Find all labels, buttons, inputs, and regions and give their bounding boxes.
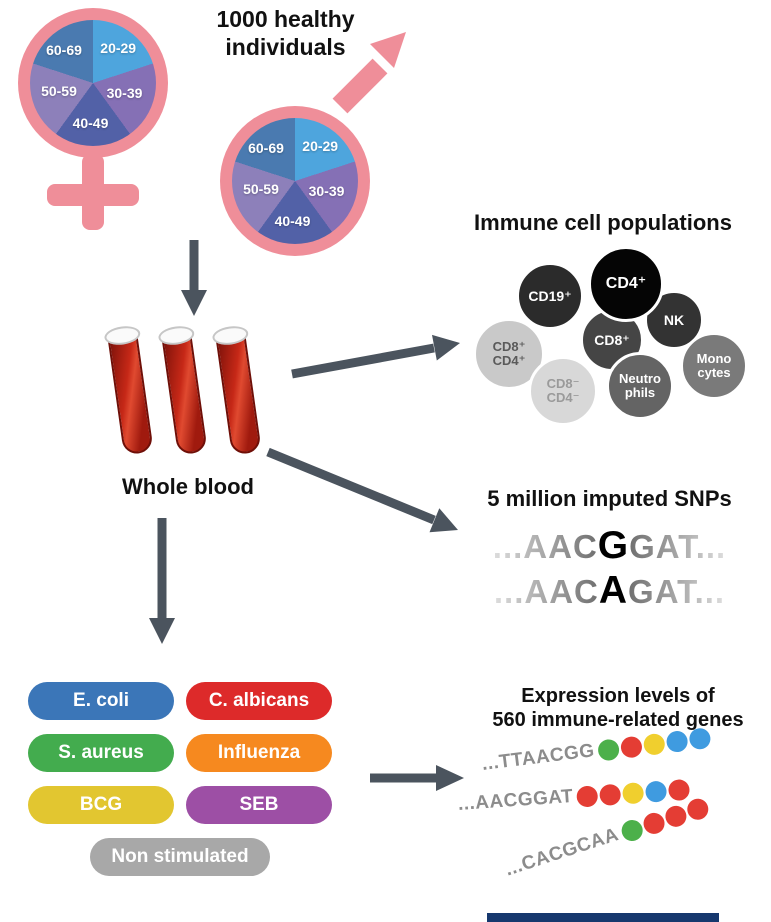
age-segment-label: 50-59 <box>243 180 279 197</box>
female-circle: 20-29 30-39 40-49 50-59 60-69 <box>18 8 168 158</box>
red-bead <box>662 802 689 830</box>
red-bead <box>599 783 622 806</box>
arrow-down-to-stimuli <box>149 518 175 644</box>
sequence-prefix: ...AAC <box>493 572 599 610</box>
stimulus-influenza: Influenza <box>186 734 332 772</box>
strand-sequence: ...CACGCAA <box>502 824 622 881</box>
red-bead <box>668 778 691 801</box>
female-symbol-cross-horizontal <box>47 184 139 206</box>
cell-cd19: CD19⁺ <box>516 262 584 330</box>
age-segment-label: 60-69 <box>248 140 284 157</box>
age-segment-label: 20-29 <box>302 137 339 154</box>
stimulus-e-coli: E. coli <box>28 682 174 720</box>
expression-beads <box>597 726 712 762</box>
stimuli-panel: E. coli C. albicans S. aureus Influenza … <box>28 682 373 882</box>
stimulus-c-albicans: C. albicans <box>186 682 332 720</box>
male-circle: 20-29 30-39 40-49 50-59 60-69 <box>220 106 370 256</box>
cell-neutrophils: Neutro phils <box>606 352 674 420</box>
stimulus-non-stimulated: Non stimulated <box>90 838 270 876</box>
arrow-to-immune-cells <box>291 334 460 379</box>
blood-tube-body <box>107 334 154 456</box>
female-age-pie-chart: 20-29 30-39 40-49 50-59 60-69 <box>30 20 156 146</box>
stimulus-seb: SEB <box>186 786 332 824</box>
expression-beads <box>576 778 691 808</box>
age-segment-label: 30-39 <box>106 85 143 102</box>
snp-sequence-allele-a: ...AACAGAT... <box>452 569 767 614</box>
blue-bead <box>645 779 668 803</box>
yellow-bead <box>622 781 645 804</box>
immune-cell-cluster: CD8⁺ CD4⁺ CD19⁺ CD4⁺ NK CD8⁺ CD8⁻ CD4⁻ N… <box>468 246 768 431</box>
blue-bead <box>665 729 690 753</box>
age-segment-label: 40-49 <box>274 213 311 230</box>
stimulus-bcg: BCG <box>28 786 174 824</box>
sequence-suffix: GAT... <box>629 528 727 565</box>
blood-tube <box>103 324 156 456</box>
gene-strand: ...TTAACGG <box>481 726 712 776</box>
green-bead <box>597 737 621 762</box>
age-segment-label: 20-29 <box>100 39 137 56</box>
figure-title: 1000 healthy individuals <box>216 6 355 60</box>
arrow-down-to-blood <box>181 240 207 316</box>
blue-bead <box>688 726 712 750</box>
cell-cd4: CD4⁺ <box>588 246 664 322</box>
red-bead <box>620 734 644 759</box>
expression-strands: ...TTAACGG ...AACGGAT ...CACGCAA <box>448 726 770 917</box>
male-age-pie-chart: 20-29 30-39 40-49 50-59 60-69 <box>232 118 358 244</box>
footer-bar <box>487 913 719 922</box>
male-symbol-arrow <box>332 32 406 114</box>
snps-title: 5 million imputed SNPs <box>487 486 732 511</box>
blood-tubes <box>103 324 292 466</box>
age-segment-label: 30-39 <box>308 183 345 200</box>
age-segment-label: 40-49 <box>72 115 109 132</box>
age-segment-label: 50-59 <box>41 82 77 99</box>
snp-allele-highlight: G <box>597 524 630 567</box>
blood-tube-body <box>161 334 208 456</box>
blood-tube <box>157 324 210 456</box>
red-bead <box>640 809 668 837</box>
blood-tube-body <box>215 334 262 456</box>
red-bead <box>576 784 599 808</box>
arrow-to-expression <box>370 765 464 791</box>
red-bead <box>684 795 711 822</box>
strand-sequence: ...TTAACGG <box>480 740 596 775</box>
cell-cd8pos-cd4pos: CD8⁺ CD4⁺ <box>473 318 545 390</box>
blood-tube <box>211 324 264 456</box>
sequence-suffix: GAT... <box>628 572 726 610</box>
immune-populations-title: Immune cell populations <box>474 210 732 235</box>
stimulus-s-aureus: S. aureus <box>28 734 174 772</box>
strand-sequence: ...AACGGAT <box>457 785 574 815</box>
age-segment-label: 60-69 <box>46 42 82 59</box>
whole-blood-label: Whole blood <box>122 474 254 499</box>
snp-allele-highlight: A <box>598 568 629 612</box>
green-bead <box>618 816 646 844</box>
cell-monocytes: Mono cytes <box>680 332 748 400</box>
snp-sequence-allele-g: ...AACGGAT... <box>452 524 767 569</box>
sequence-prefix: ...AAC <box>492 528 598 565</box>
cell-cd8neg-cd4neg: CD8⁻ CD4⁻ <box>528 356 598 426</box>
expression-title: Expression levels of 560 immune-related … <box>492 685 744 731</box>
snp-sequences: ...AACGGAT... ...AACAGAT... <box>452 524 767 614</box>
yellow-bead <box>642 732 667 756</box>
arrow-to-snps <box>266 447 458 533</box>
